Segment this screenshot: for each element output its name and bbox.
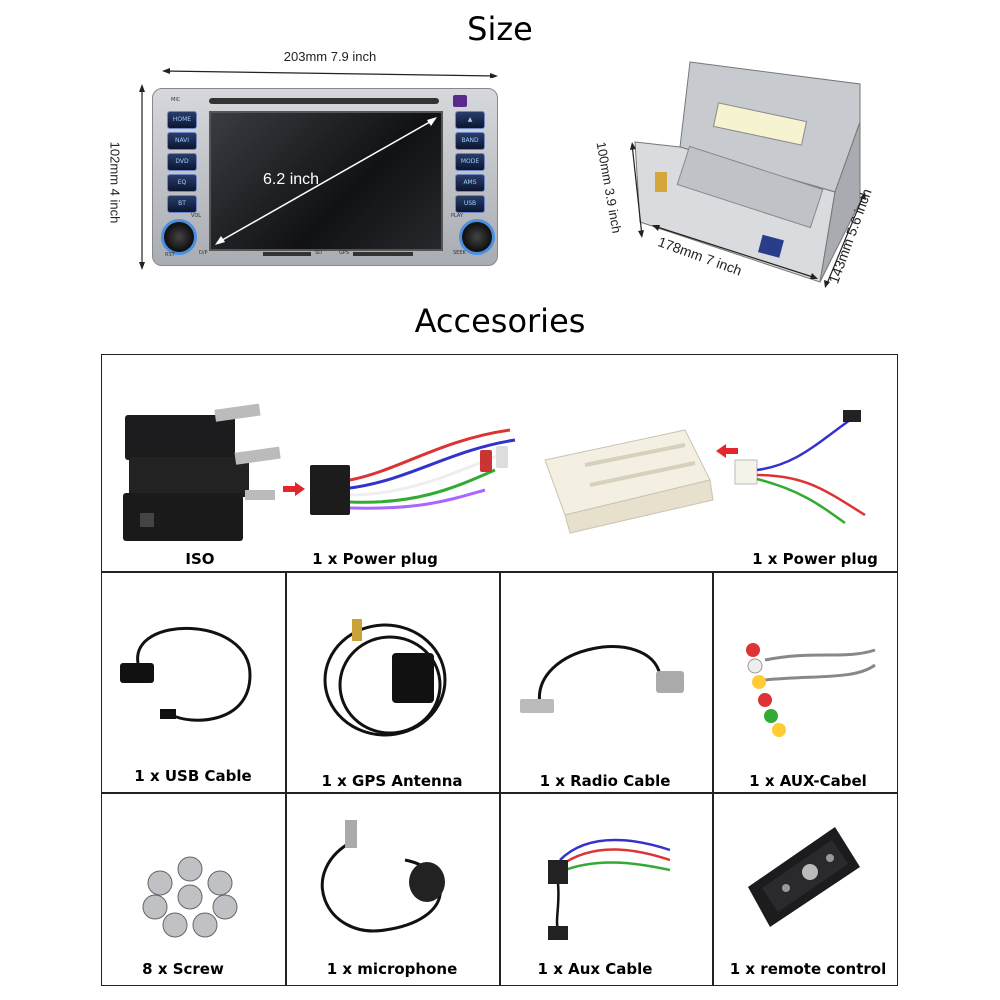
front-width-label: 203mm 7.9 inch <box>283 49 377 64</box>
gps-label: GPS <box>339 250 350 256</box>
grid-divider <box>285 571 287 986</box>
band-button[interactable]: BAND <box>455 132 485 150</box>
volume-knob[interactable] <box>161 219 197 255</box>
home-button[interactable]: HOME <box>167 111 197 129</box>
caption-radio-cable: 1 x Radio Cable <box>539 772 671 790</box>
caption-iso: ISO <box>185 550 215 568</box>
red-arrow-icon <box>283 482 305 496</box>
aux-cable-image <box>746 643 876 737</box>
front-width-arrow <box>162 68 498 78</box>
back-height-arrow <box>630 142 644 238</box>
sd-slot <box>263 252 311 256</box>
power-plug-harness-image-1 <box>310 428 516 515</box>
caption-remote-control: 1 x remote control <box>729 960 887 978</box>
sd-label: SD <box>315 250 323 256</box>
diagonal-arrow <box>215 117 437 245</box>
rst-label: RST <box>165 252 175 258</box>
play-label: PLAY <box>451 213 464 219</box>
accessories-heading: Accesories <box>414 302 586 340</box>
ir-sensor <box>453 95 467 107</box>
radio-cable-image <box>520 645 684 713</box>
caption-usb-cable: 1 x USB Cable <box>134 767 252 785</box>
caption-aux-cable: 1 x Aux Cable <box>537 960 653 978</box>
gps-slot <box>353 252 413 256</box>
back-depth-arrow <box>824 192 866 288</box>
microphone-image <box>320 820 445 933</box>
power-plug-connector-image <box>544 429 714 534</box>
screws-image <box>142 856 238 938</box>
usb-cable-image <box>120 627 252 722</box>
screen-diagonal-label: 6.2 inch <box>263 171 320 188</box>
back-width-arrow <box>652 225 818 279</box>
eject-icon: ▲ <box>467 116 473 123</box>
caption-power-plug-1: 1 x Power plug <box>312 550 438 568</box>
usb-button[interactable]: USB <box>455 195 485 213</box>
caption-microphone: 1 x microphone <box>326 960 458 978</box>
dpower-label: D/P <box>199 250 208 256</box>
eject-button[interactable]: ▲ <box>455 111 485 129</box>
bt-button[interactable]: BT <box>167 195 197 213</box>
iso-connector-image <box>123 403 281 541</box>
vol-label: VOL <box>191 213 202 219</box>
navi-button[interactable]: NAVI <box>167 132 197 150</box>
grid-divider <box>499 571 501 986</box>
caption-aux-cabel: 1 x AUX-Cabel <box>749 772 867 790</box>
screen: 6.2 inch <box>209 111 443 251</box>
power-plug-harness-image-2 <box>734 410 866 525</box>
grid-divider <box>712 571 714 986</box>
head-unit-front: 6.2 inch MIC HOME NAVI DVD EQ BT ▲ BAND … <box>152 88 498 266</box>
ams-button[interactable]: AMS <box>455 174 485 192</box>
dvd-button[interactable]: DVD <box>167 153 197 171</box>
caption-gps-antenna: 1 x GPS Antenna <box>321 772 463 790</box>
red-arrow-icon <box>716 444 738 458</box>
disc-slot <box>209 98 439 104</box>
remote-control-image <box>748 827 860 927</box>
seek-knob[interactable] <box>459 219 495 255</box>
head-unit-back <box>634 61 861 283</box>
caption-screw: 8 x Screw <box>142 960 224 978</box>
front-height-arrow <box>139 84 145 270</box>
eq-button[interactable]: EQ <box>167 174 197 192</box>
aux-harness-image <box>548 838 671 940</box>
mic-label: MIC <box>171 97 181 103</box>
seek-label: SEEK <box>453 250 466 256</box>
front-height-label: 102mm 4 inch <box>107 141 123 224</box>
caption-power-plug-2: 1 x Power plug <box>752 550 878 568</box>
gps-antenna-image <box>323 619 447 737</box>
size-heading: Size <box>467 10 533 48</box>
mode-button[interactable]: MODE <box>455 153 485 171</box>
